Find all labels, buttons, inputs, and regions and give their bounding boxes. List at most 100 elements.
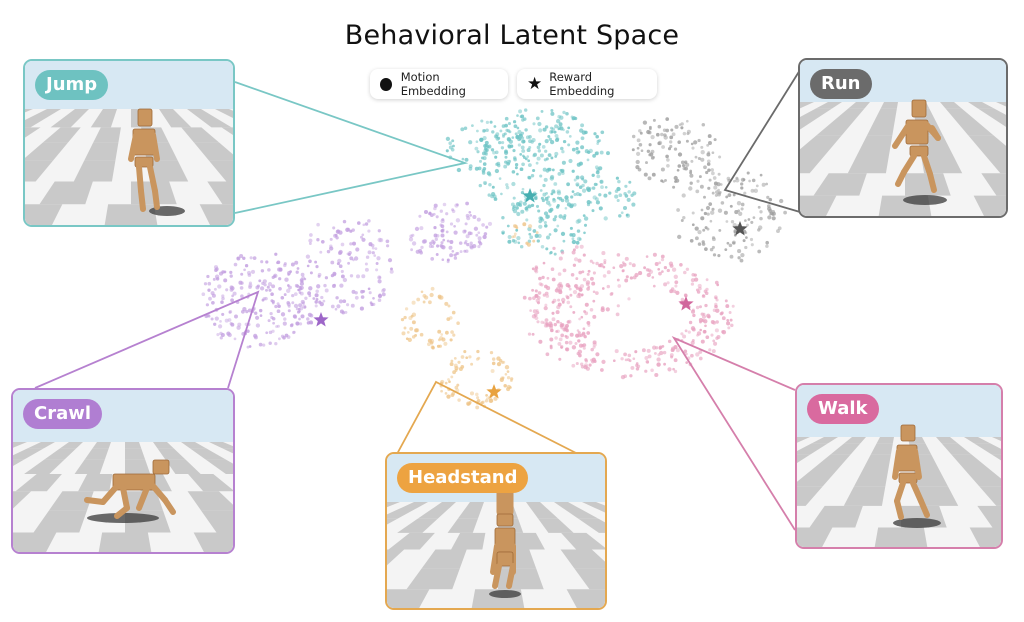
motion-embedding-point-crawl [276, 260, 281, 265]
motion-embedding-point-headstand [512, 224, 517, 228]
figure-limb [910, 480, 924, 504]
motion-embedding-point-headstand [456, 383, 460, 387]
motion-embedding-point-run [647, 176, 652, 181]
motion-embedding-point-jump [450, 148, 455, 152]
motion-embedding-point-jump [549, 176, 554, 181]
floor-tile [800, 120, 815, 130]
motion-embedding-point-walk [714, 304, 718, 309]
floor-tile [465, 502, 484, 508]
motion-embedding-point-crawl [351, 289, 356, 294]
motion-embedding-point-crawl [243, 268, 246, 272]
motion-embedding-point-jump [544, 149, 548, 153]
motion-embedding-point-jump [516, 172, 519, 176]
motion-embedding-point-crawl [300, 314, 305, 319]
motion-embedding-point-walk [538, 339, 543, 344]
floor-tile [84, 142, 119, 161]
motion-embedding-point-jump [513, 239, 518, 244]
motion-embedding-point-crawl [318, 300, 322, 304]
motion-embedding-point-walk [609, 292, 613, 296]
motion-embedding-point-crawl [430, 257, 435, 261]
motion-embedding-point-jump [608, 191, 612, 195]
motion-embedding-point-crawl [442, 238, 446, 242]
motion-embedding-point-run [737, 209, 741, 213]
motion-embedding-point-run [720, 201, 725, 205]
motion-embedding-point-headstand [532, 239, 536, 243]
motion-embedding-point-run [769, 212, 772, 216]
motion-embedding-point-walk [544, 284, 548, 289]
motion-embedding-point-crawl [266, 285, 270, 289]
motion-embedding-point-walk [569, 293, 573, 297]
motion-embedding-point-jump [549, 251, 553, 254]
motion-embedding-point-jump [501, 124, 506, 128]
motion-embedding-point-crawl [410, 248, 413, 252]
motion-embedding-point-crawl [349, 274, 354, 278]
motion-embedding-point-crawl [287, 284, 290, 287]
figure-limb [892, 448, 902, 480]
motion-embedding-point-run [646, 149, 651, 154]
wooden-figure [892, 99, 947, 205]
floor-tile [538, 518, 574, 533]
callout-line-run [723, 69, 801, 213]
motion-embedding-point-jump [535, 204, 540, 208]
motion-embedding-point-run [735, 176, 739, 180]
motion-embedding-point-run [669, 140, 673, 144]
motion-embedding-point-crawl [482, 234, 487, 240]
motion-embedding-point-run [700, 216, 705, 221]
motion-embedding-point-run [694, 236, 699, 241]
motion-embedding-point-jump [562, 215, 567, 220]
motion-embedding-point-walk [572, 263, 577, 267]
motion-embedding-point-walk [629, 276, 634, 280]
motion-embedding-point-crawl [389, 269, 394, 274]
motion-embedding-point-run [729, 204, 733, 208]
motion-embedding-point-walk [580, 365, 585, 369]
motion-embedding-point-crawl [346, 252, 350, 256]
figure-limb [894, 498, 904, 520]
floor-tile [193, 532, 233, 552]
floor-tile [181, 442, 206, 449]
motion-embedding-point-crawl [248, 345, 252, 348]
motion-embedding-point-jump [554, 155, 558, 158]
motion-embedding-point-crawl [227, 318, 232, 322]
motion-embedding-point-headstand [506, 376, 511, 380]
motion-embedding-point-jump [524, 128, 528, 132]
motion-embedding-point-run [673, 175, 678, 181]
motion-embedding-point-jump [485, 128, 489, 132]
motion-embedding-point-walk [528, 296, 532, 301]
motion-embedding-point-run [719, 183, 723, 186]
motion-embedding-point-headstand [491, 361, 496, 366]
motion-embedding-point-crawl [211, 293, 216, 298]
motion-embedding-point-walk [579, 284, 585, 289]
motion-embedding-point-jump [517, 129, 522, 135]
motion-embedding-point-crawl [276, 309, 281, 314]
motion-embedding-point-crawl [244, 264, 249, 268]
motion-embedding-point-run [636, 146, 640, 150]
motion-embedding-point-run [661, 145, 665, 149]
motion-embedding-point-walk [645, 268, 650, 272]
motion-embedding-point-walk [569, 332, 574, 337]
motion-embedding-point-headstand [506, 384, 511, 389]
motion-embedding-point-jump [527, 239, 532, 243]
motion-embedding-point-walk [714, 280, 719, 285]
motion-embedding-point-jump [618, 214, 622, 218]
motion-embedding-point-walk [559, 344, 564, 349]
floor-tile [401, 502, 428, 508]
floor-tile [863, 454, 891, 469]
motion-embedding-point-crawl [434, 237, 438, 241]
callout-line-headstand [396, 380, 579, 455]
motion-embedding-point-crawl [214, 316, 219, 321]
motion-embedding-point-crawl [362, 223, 366, 227]
motion-embedding-point-run [661, 180, 665, 184]
floor-tile [955, 120, 994, 136]
motion-embedding-point-jump [516, 126, 520, 130]
motion-embedding-point-crawl [229, 322, 233, 326]
motion-embedding-point-crawl [210, 317, 214, 321]
motion-embedding-point-walk [549, 337, 554, 342]
motion-embedding-point-walk [542, 321, 546, 325]
motion-embedding-point-run [743, 191, 747, 195]
motion-embedding-point-walk [666, 268, 670, 273]
motion-embedding-point-run [688, 186, 693, 191]
motion-embedding-point-walk [540, 320, 544, 324]
motion-embedding-point-jump [539, 174, 543, 178]
motion-embedding-point-run [635, 159, 640, 165]
motion-embedding-point-jump [618, 193, 623, 198]
